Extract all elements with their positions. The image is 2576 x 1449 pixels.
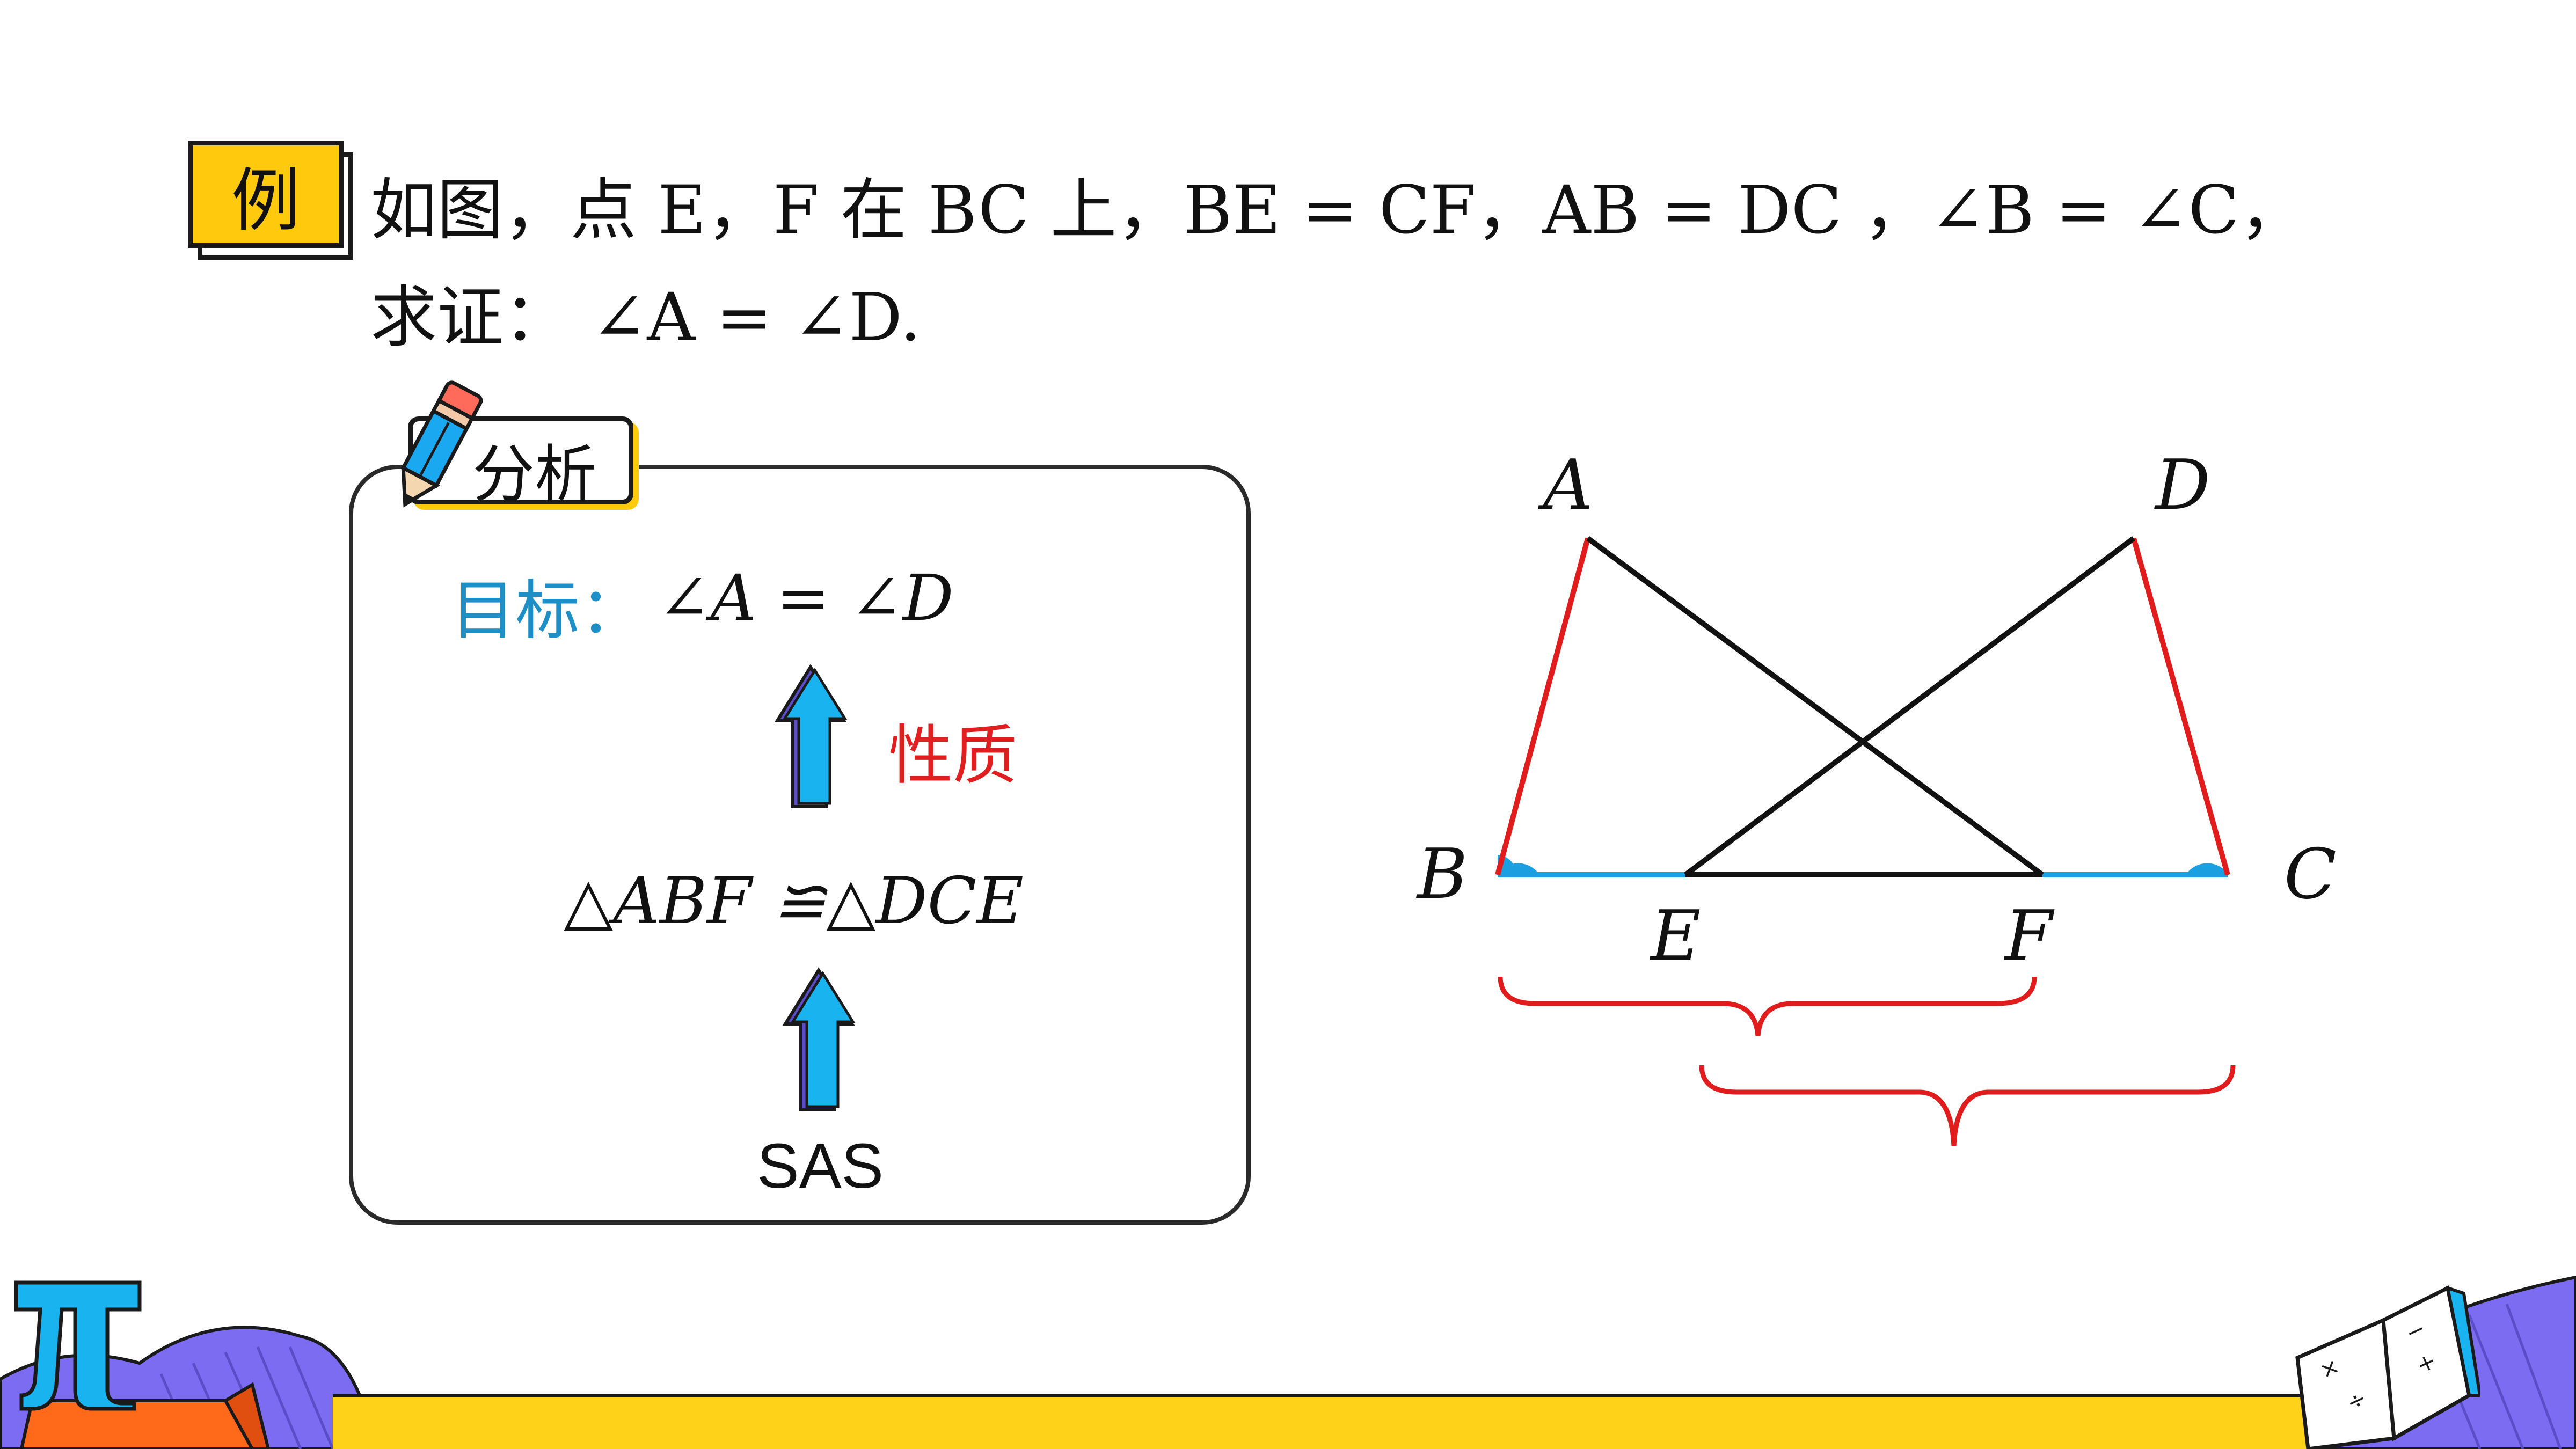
angle-B-arc xyxy=(1497,863,1539,875)
property-label: 性质 xyxy=(888,719,1017,793)
geometry-figure xyxy=(1495,536,2236,1146)
open-book-icon: × ÷ − + xyxy=(2295,1285,2480,1449)
example-badge: 例 xyxy=(188,141,344,248)
point-label-A: A xyxy=(1543,445,1593,525)
segment-DE xyxy=(1683,536,2136,877)
point-label-D: D xyxy=(2155,445,2210,525)
problem-statement-line2: 求证： ∠A = ∠D. xyxy=(370,279,921,356)
pi-icon xyxy=(14,1280,142,1411)
segment-DC xyxy=(2131,537,2230,876)
example-badge-label: 例 xyxy=(231,160,300,241)
brace-BF xyxy=(1498,976,2037,1036)
brace-EC xyxy=(1699,1065,2236,1146)
point-label-C: C xyxy=(2284,835,2337,914)
point-label-F: F xyxy=(2005,896,2053,976)
analysis-tab-label: 分析 xyxy=(472,438,597,511)
problem-statement-line1: 如图，点 E，F 在 BC 上，BE = CF，AB = DC ，∠B = ∠C… xyxy=(370,172,2306,249)
congruence-statement: △ABF ≌△DCE xyxy=(564,864,1024,939)
angle-C-arc xyxy=(2186,863,2229,875)
bottom-bar xyxy=(333,1394,2319,1449)
pencil-icon xyxy=(400,380,483,508)
up-arrow-icon xyxy=(774,664,848,808)
goal-formula: ∠A = ∠D xyxy=(658,561,954,635)
segment-AF xyxy=(1586,536,2044,877)
point-label-E: E xyxy=(1651,896,1701,976)
up-arrow-icon xyxy=(782,967,856,1111)
sas-label: SAS xyxy=(757,1131,884,1202)
point-label-B: B xyxy=(1417,835,1468,914)
goal-label: 目标： xyxy=(451,574,644,648)
segment-AB xyxy=(1495,537,1590,876)
